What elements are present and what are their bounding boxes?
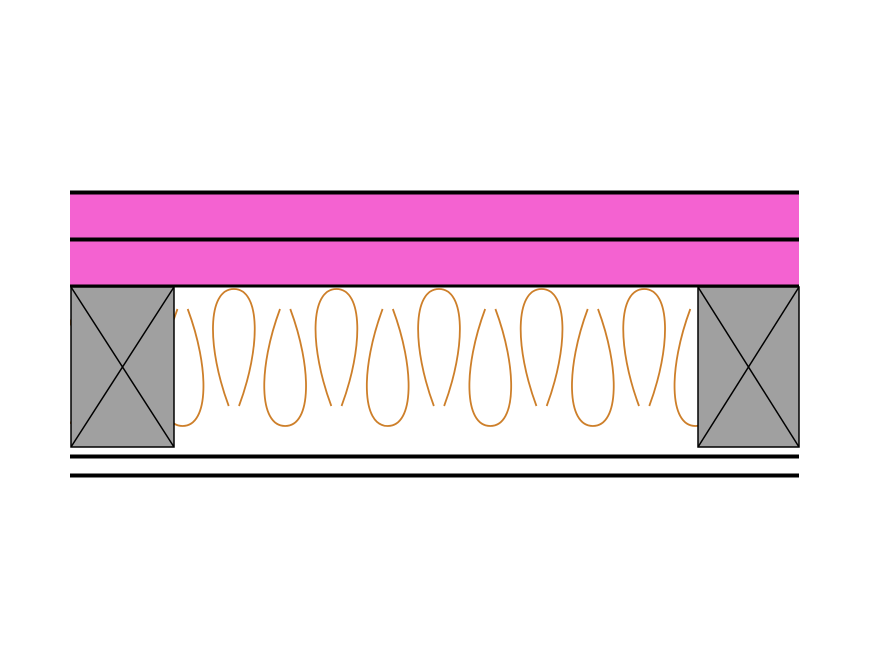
timber-joist-right (697, 286, 800, 448)
board-layer-upper (70, 193, 799, 239)
timber-joist-left (70, 286, 175, 448)
board-outlines (70, 190, 799, 288)
board-layer-lower (70, 240, 799, 286)
